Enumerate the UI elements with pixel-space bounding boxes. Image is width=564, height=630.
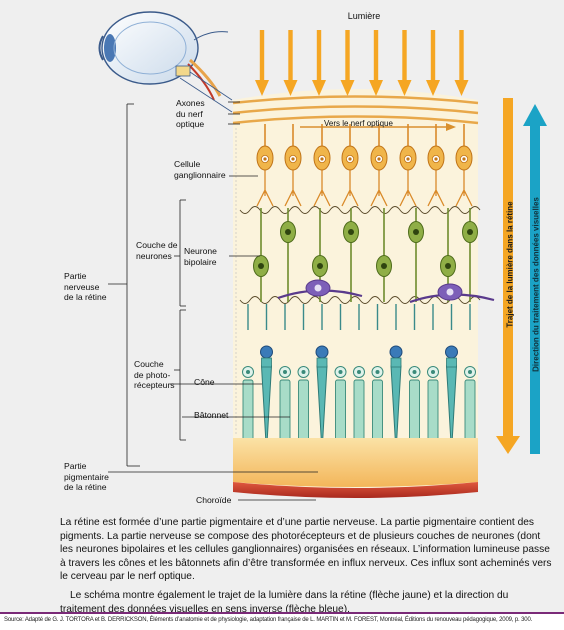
cone-cell — [389, 304, 403, 453]
cone-label: Cône — [194, 377, 215, 387]
cone-cell — [445, 304, 458, 453]
processing-direction-label: Direction du traitement des données visu… — [531, 197, 541, 372]
cone-cell — [260, 304, 273, 453]
optic-axons-label: Axones du nerf optique — [176, 98, 205, 129]
source-divider — [0, 612, 564, 614]
pigmented-retina-label: Partie pigmentaire de la rétine — [64, 461, 109, 492]
neural-retina-label: Partie nerveuse de la rétine — [64, 271, 107, 302]
ganglion-cell — [455, 124, 473, 207]
light-ray-arrow — [426, 30, 440, 96]
rod-cell — [371, 304, 384, 455]
rod-cell — [334, 304, 347, 455]
retina-cells — [235, 124, 495, 455]
light-ray-arrow — [397, 30, 412, 96]
light-ray-arrow — [283, 30, 298, 96]
bipolar-neuron — [462, 208, 478, 302]
bipolar-neuron-label: Neurone bipolaire — [184, 246, 217, 267]
bipolar-neuron — [376, 208, 392, 302]
ganglion-cell — [399, 124, 417, 207]
rod-cell — [464, 304, 476, 455]
ganglion-cell-label: Cellule ganglionnaire — [174, 159, 226, 180]
bipolar-neuron — [343, 208, 359, 302]
ganglion-cell — [370, 124, 388, 207]
rod-cell — [353, 304, 365, 455]
horizontal-cell — [277, 279, 363, 300]
caption-paragraph-1: La rétine est formée d’une partie pigmen… — [60, 517, 552, 583]
light-ray-arrow — [369, 30, 383, 96]
ganglion-cell — [284, 124, 302, 207]
caption: La rétine est formée d’une partie pigmen… — [60, 516, 556, 616]
ganglion-cell — [256, 124, 274, 207]
bipolar-neuron — [253, 208, 269, 302]
toward-optic-nerve-label: Vers le nerf optique — [324, 119, 393, 128]
choroid-label: Choroïde — [196, 495, 232, 505]
rod-label: Bâtonnet — [194, 410, 229, 420]
ganglion-cell — [313, 124, 331, 207]
light-ray-arrow — [255, 30, 269, 96]
light-ray-arrow — [312, 30, 326, 96]
photoreceptor-layer-label: Couche de photo- récepteurs — [134, 359, 175, 390]
synapse-network — [239, 296, 481, 304]
pigment-layer — [233, 438, 478, 487]
synapse-network — [239, 206, 481, 214]
light-label: Lumière — [347, 11, 381, 21]
light-ray-arrow — [340, 30, 355, 96]
ganglion-cell — [341, 124, 359, 207]
light-ray-arrow — [454, 30, 469, 96]
bipolar-neuron — [408, 208, 424, 302]
bipolar-neuron — [280, 208, 296, 302]
light-path-arrow — [496, 98, 520, 454]
retina-diagram — [98, 11, 547, 501]
eye-icon — [98, 11, 233, 113]
optic-axon-band — [232, 95, 479, 131]
caption-paragraph-2: Le schéma montre également le trajet de … — [60, 589, 509, 615]
source-credit: Source: Adapté de G. J. TORTORA et B. DE… — [4, 617, 533, 623]
neuron-layer-label: Couche de neurones — [136, 240, 178, 261]
horizontal-cell — [409, 283, 495, 304]
light-path-label: Trajet de la lumière dans la rétine — [505, 201, 515, 328]
rod-cell — [408, 304, 421, 455]
light-arrows — [255, 30, 469, 96]
ganglion-cell — [427, 124, 445, 207]
choroid-layer — [233, 482, 478, 498]
cone-cell — [315, 304, 329, 453]
bipolar-neuron — [312, 208, 328, 302]
label-brackets — [108, 101, 318, 501]
processing-direction-arrow — [523, 104, 547, 454]
